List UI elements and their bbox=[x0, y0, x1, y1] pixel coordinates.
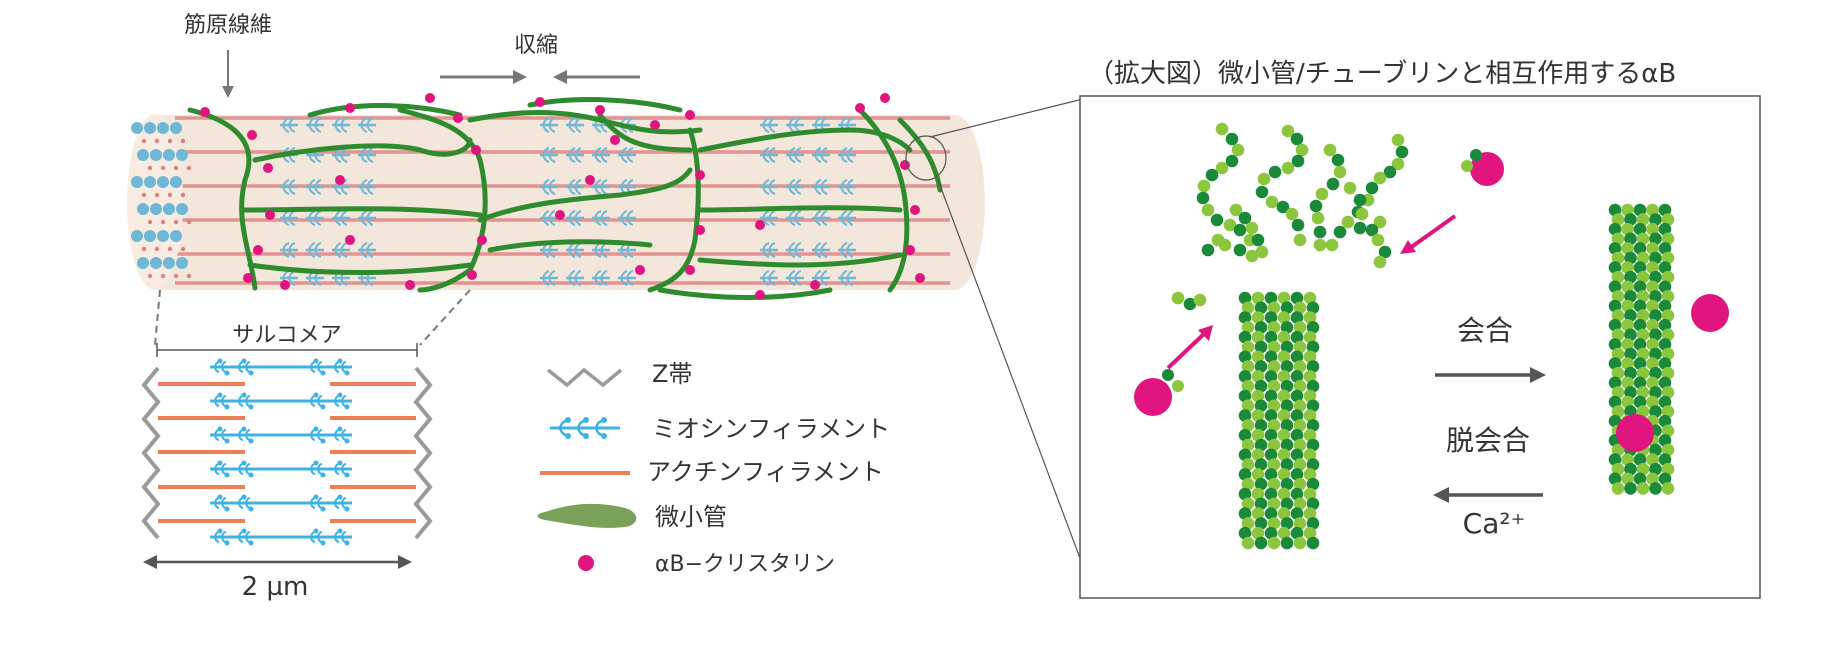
legend-z-symbol bbox=[546, 367, 623, 388]
microtubule-right bbox=[1608, 203, 1675, 495]
fiber-crystallin-dots bbox=[200, 93, 925, 300]
sarcomere-guide-right bbox=[419, 289, 471, 346]
legend-myosin-label: ミオシンフィラメント bbox=[652, 415, 890, 443]
crystallin-arrow-upper bbox=[1408, 214, 1457, 250]
zoom-line-top bbox=[929, 95, 1096, 138]
zoom-line-bottom bbox=[937, 179, 1096, 599]
calcium-label: Ca²⁺ bbox=[1463, 507, 1526, 540]
crystallin-bound-left bbox=[1134, 149, 1504, 416]
z-line-right bbox=[413, 366, 433, 540]
crystallin-arrow-lower bbox=[1166, 331, 1207, 370]
microtubule-left bbox=[1238, 291, 1320, 550]
sarcomere-actin-filaments bbox=[158, 382, 416, 523]
z-line-left bbox=[141, 366, 161, 540]
cross-section-dots bbox=[131, 122, 192, 279]
fiber-microtubules bbox=[187, 97, 943, 300]
contraction-arrowhead-left bbox=[553, 70, 567, 84]
legend-z-label: Z帯 bbox=[652, 360, 692, 388]
sarcomere-detail: サルコメア 2 µm bbox=[141, 289, 471, 602]
crystallin-bound-right-bottom bbox=[1616, 414, 1654, 452]
crystallin-bound-right-top bbox=[1691, 294, 1729, 332]
legend: Z帯 ミオシンフィラメント アクチンフィラメント 微小管 αB−クリスタリン bbox=[537, 360, 890, 577]
sarcomere-label: サルコメア bbox=[232, 323, 342, 348]
myofibril-cylinder bbox=[127, 93, 1096, 599]
legend-crystallin-label: αB−クリスタリン bbox=[655, 552, 835, 577]
myofibril-arrowhead bbox=[222, 86, 234, 98]
dissociation-label: 脱会合 bbox=[1446, 424, 1530, 457]
zoom-title: （拡大図）微小管/チューブリンと相互作用するαB bbox=[1088, 59, 1676, 89]
contraction-arrowhead-right bbox=[513, 70, 527, 84]
sarcomere-guide-left bbox=[154, 289, 161, 346]
legend-microtubule-label: 微小管 bbox=[655, 503, 727, 531]
scale-label: 2 µm bbox=[242, 572, 309, 602]
association-label: 会合 bbox=[1457, 314, 1513, 347]
zoom-circle bbox=[905, 135, 947, 181]
myofibril-label: 筋原線維 bbox=[184, 13, 272, 38]
legend-myosin-symbol bbox=[550, 417, 620, 439]
legend-actin-label: アクチンフィラメント bbox=[647, 458, 884, 486]
legend-crystallin-symbol bbox=[578, 555, 594, 571]
sarcomere-myosin-filaments bbox=[210, 357, 352, 547]
contraction-label: 収縮 bbox=[514, 33, 558, 58]
zoom-panel bbox=[1079, 95, 1761, 599]
legend-microtubule-symbol bbox=[537, 503, 637, 528]
tubulin-protofilament-curls bbox=[1171, 122, 1409, 311]
